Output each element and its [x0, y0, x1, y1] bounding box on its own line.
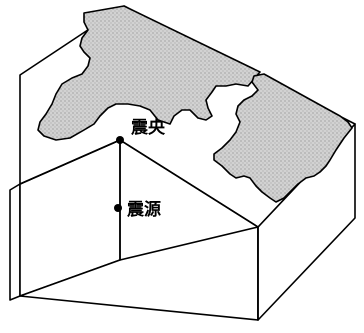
landmass-right [213, 73, 353, 203]
hypocenter-label: 震源 [126, 199, 161, 220]
epicenter-point [116, 136, 124, 144]
landmass-upper-left [37, 5, 261, 141]
hypocenter-point [114, 204, 122, 212]
front-left-face [9, 183, 21, 301]
epicenter-label: 震央 [130, 117, 166, 138]
